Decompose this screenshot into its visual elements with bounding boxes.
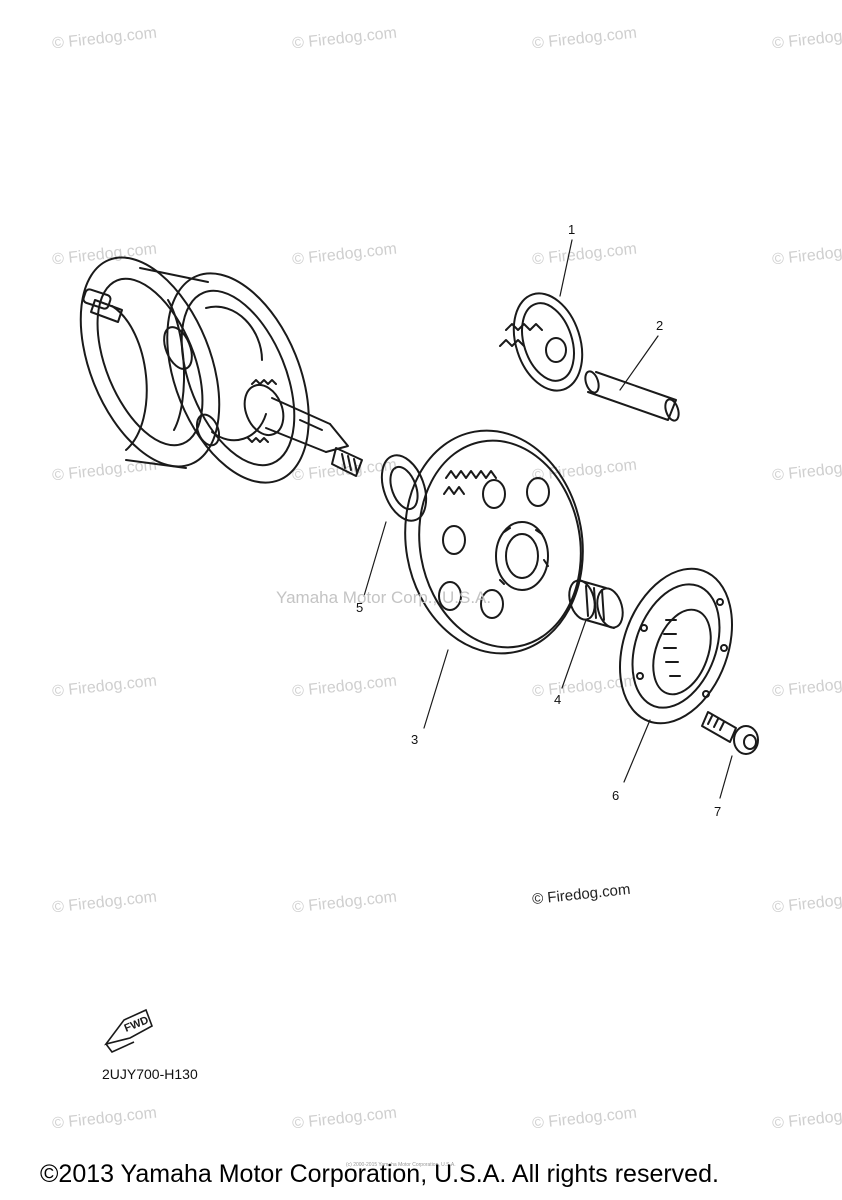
footer-copyright: ©2013 Yamaha Motor Corporation, U.S.A. A… bbox=[40, 1160, 719, 1188]
callout-3: 3 bbox=[411, 732, 419, 747]
starter-gear-drawing bbox=[404, 429, 584, 655]
center-watermark: Yamaha Motor Corp., U.S.A. bbox=[276, 588, 492, 607]
diagram-code: 2UJY700-H130 bbox=[102, 1066, 198, 1082]
idler-gear-drawing bbox=[499, 292, 584, 392]
tiny-copyright: (c) 2000-2015 Yamaha Motor Corporation, … bbox=[346, 1162, 456, 1168]
bolt-drawing bbox=[701, 711, 759, 755]
shaft-drawing bbox=[584, 370, 680, 422]
callout-7: 7 bbox=[714, 804, 722, 819]
callout-5: 5 bbox=[356, 600, 364, 615]
callout-2: 2 bbox=[656, 318, 664, 333]
callout-6: 6 bbox=[612, 788, 620, 803]
clutch-drawing bbox=[618, 567, 734, 725]
fwd-label: FWD bbox=[123, 1014, 151, 1035]
washer-drawing bbox=[380, 454, 428, 522]
callout-1: 1 bbox=[568, 222, 576, 237]
crankshaft-drawing bbox=[79, 256, 363, 484]
leader-lines bbox=[363, 239, 733, 799]
bearing-drawing bbox=[568, 579, 624, 629]
fwd-arrow-icon bbox=[104, 1008, 153, 1053]
callout-4: 4 bbox=[554, 692, 562, 707]
